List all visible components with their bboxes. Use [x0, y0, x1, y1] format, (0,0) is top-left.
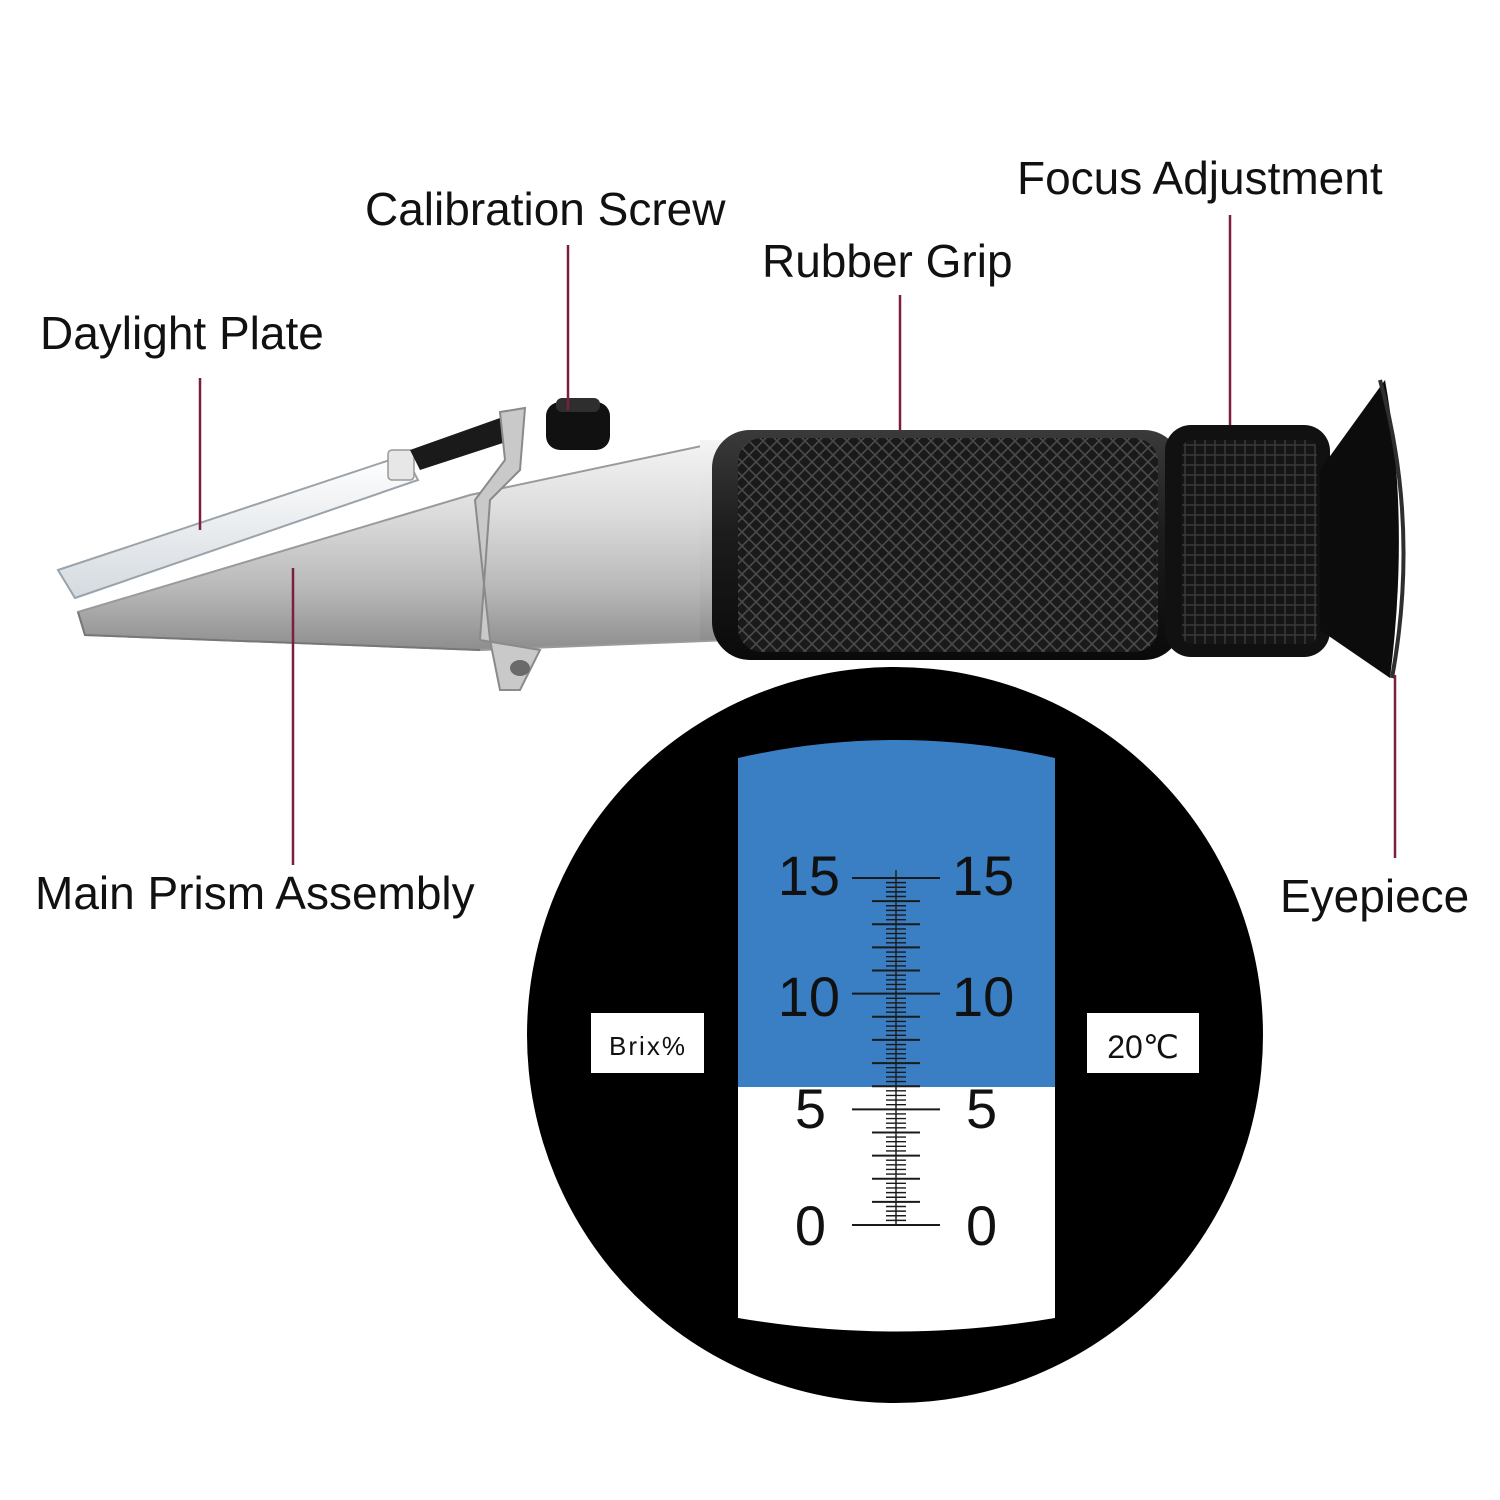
- label-rubber-grip: Rubber Grip: [762, 235, 1013, 287]
- label-main-prism-assembly: Main Prism Assembly: [35, 867, 475, 919]
- brix-tag-text: Brix%: [609, 1031, 687, 1061]
- scale-left-5: 5: [795, 1077, 826, 1140]
- label-eyepiece: Eyepiece: [1280, 870, 1470, 922]
- label-daylight-plate: Daylight Plate: [40, 307, 324, 359]
- brix-scale-ticks: [852, 870, 940, 1226]
- scale-right-0: 0: [966, 1194, 997, 1257]
- scale-right-10: 10: [952, 965, 1014, 1028]
- scale-right-15: 15: [952, 844, 1014, 907]
- prism-clamp: [473, 406, 542, 691]
- temperature-tag-text: 20℃: [1107, 1029, 1179, 1065]
- focus-adjustment-ring: [1165, 425, 1330, 657]
- leader-lines: [198, 215, 1397, 865]
- label-focus-adjustment: Focus Adjustment: [1017, 152, 1383, 204]
- eyepiece-cup: [1320, 379, 1406, 679]
- scale-right-5: 5: [966, 1077, 997, 1140]
- temperature-tag: 20℃: [1087, 1013, 1199, 1073]
- scale-left-0: 0: [795, 1194, 826, 1257]
- scale-left-15: 15: [778, 844, 840, 907]
- brix-tag: Brix%: [591, 1013, 704, 1073]
- rubber-grip: [712, 430, 1182, 660]
- daylight-plate: [56, 418, 512, 600]
- brix-scale-numbers: 15 15 10 10 5 5 0 0: [778, 844, 1015, 1257]
- label-calibration-screw: Calibration Screw: [365, 183, 726, 235]
- scale-left-10: 10: [778, 965, 840, 1028]
